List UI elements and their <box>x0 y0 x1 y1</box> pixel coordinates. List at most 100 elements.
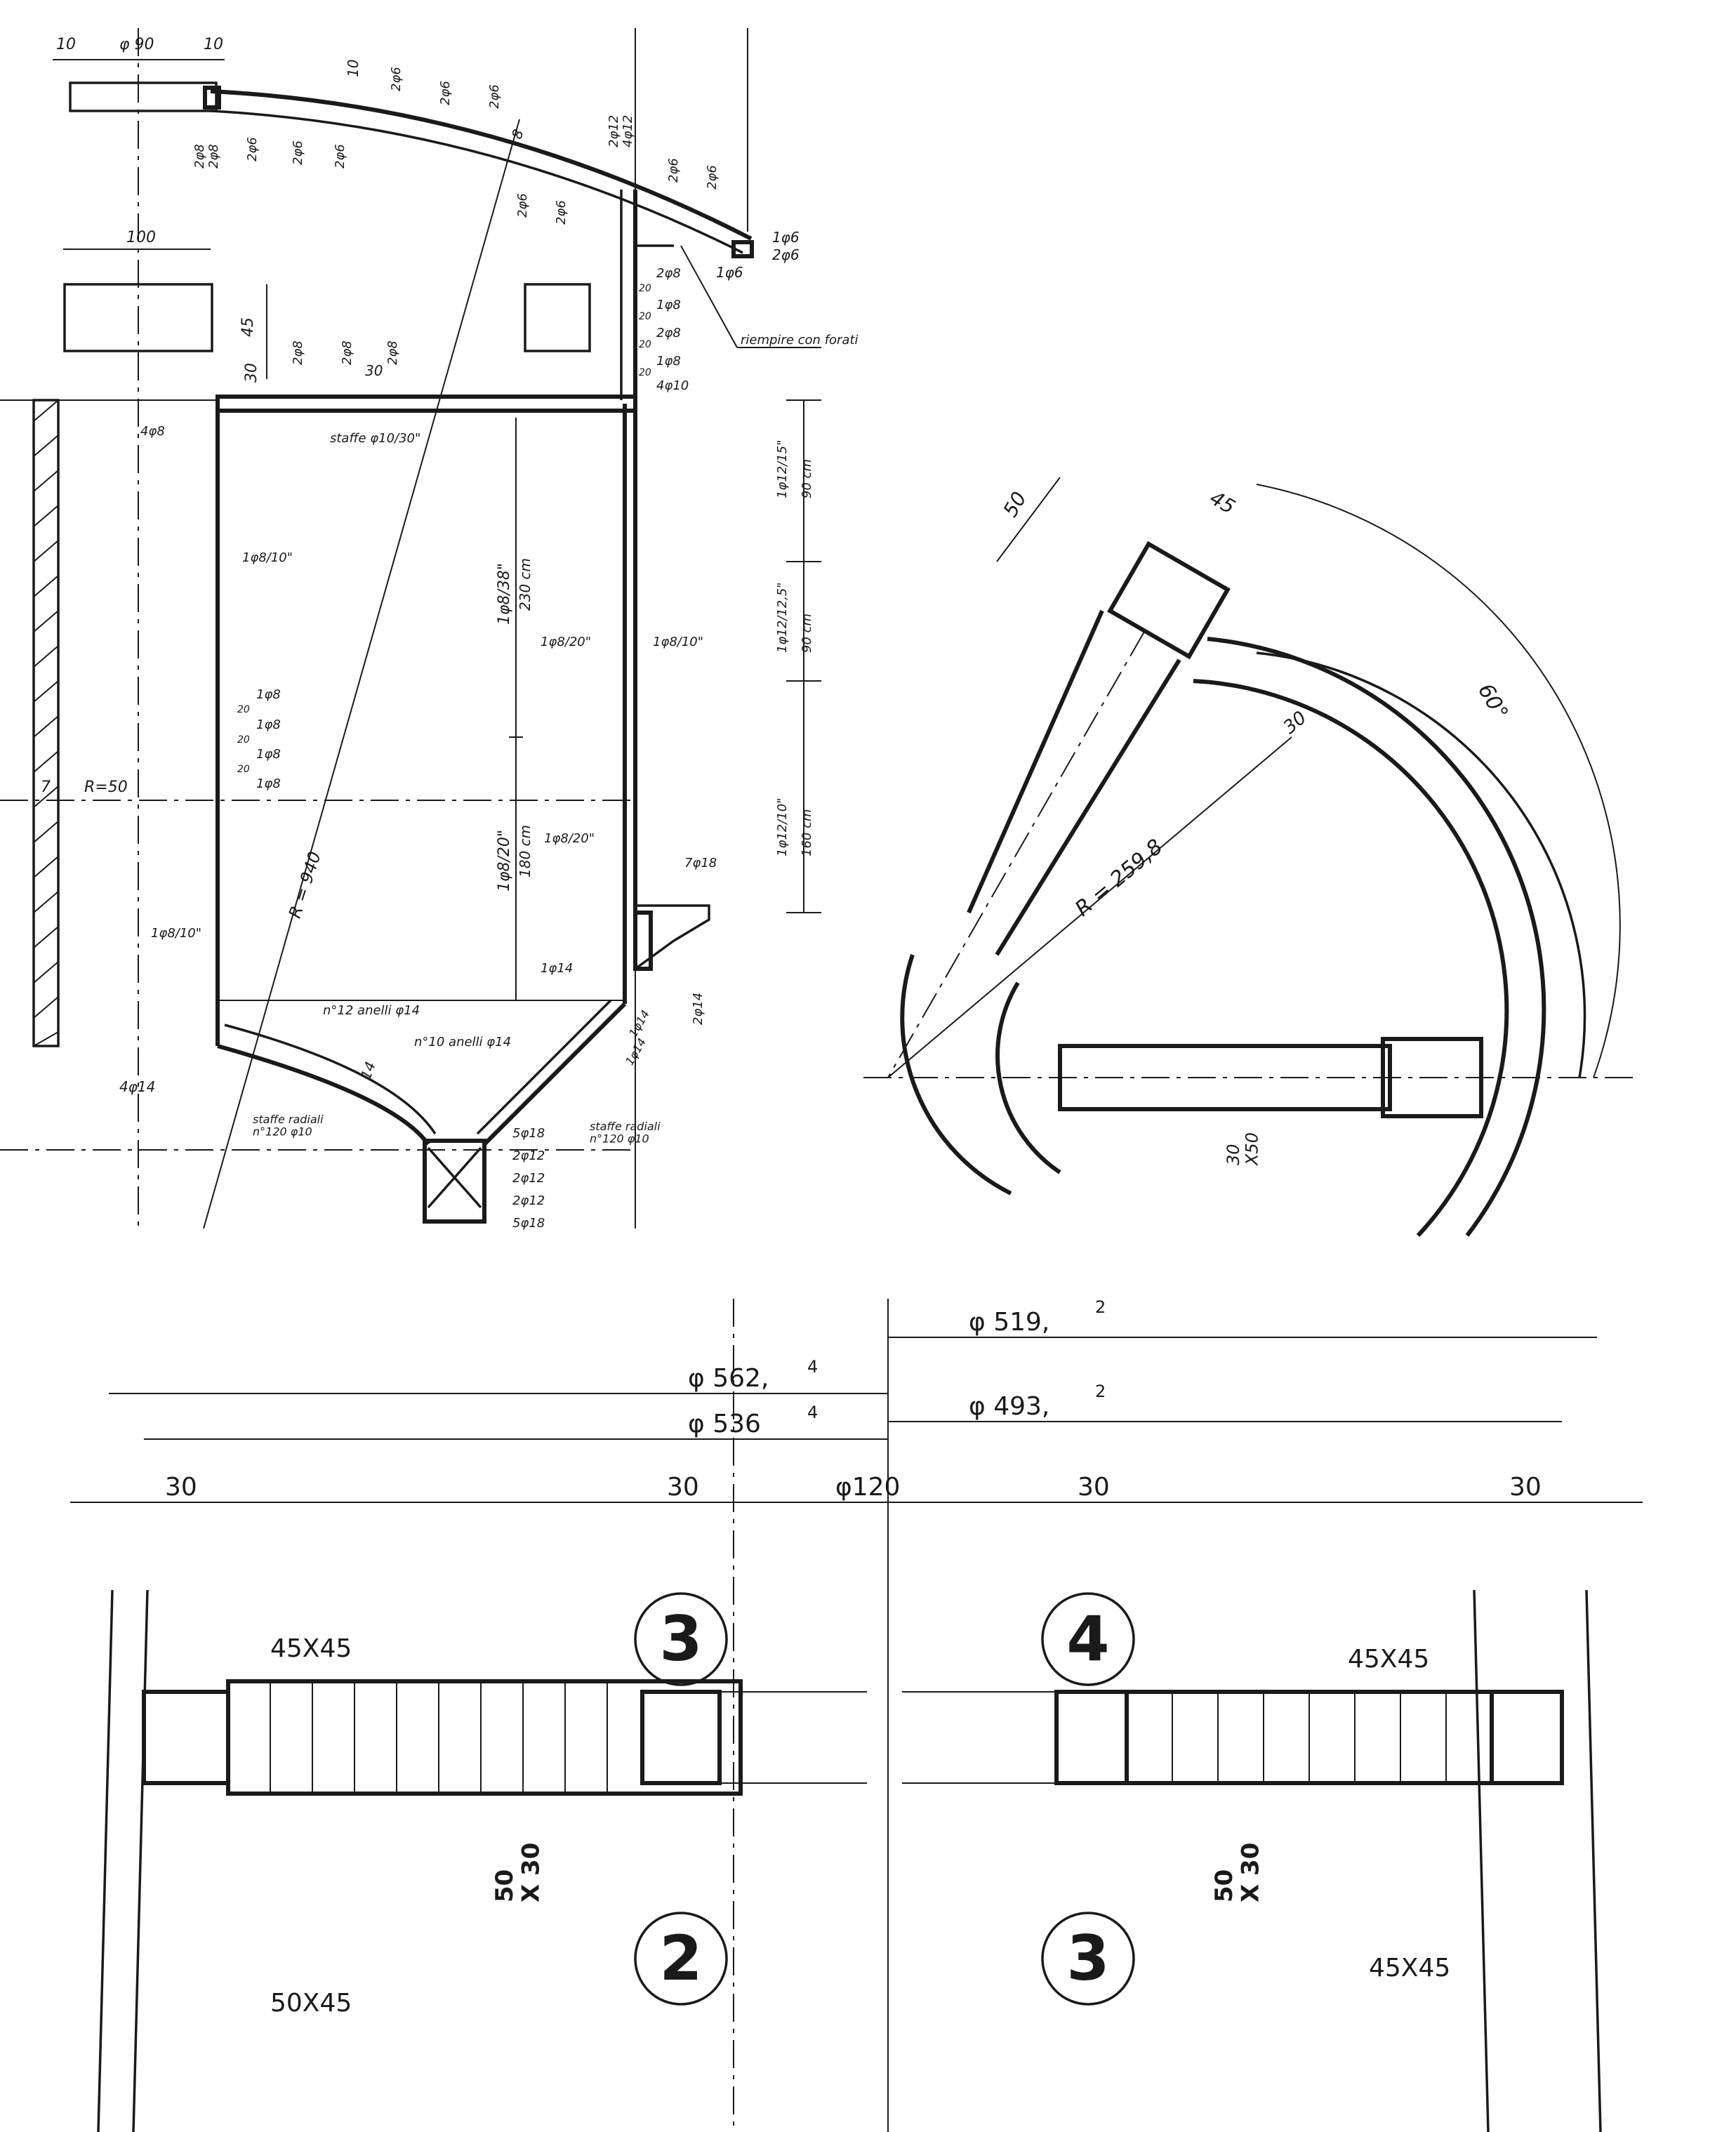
plan-angle: 60° <box>1473 680 1513 724</box>
wall-spacing: 20 <box>639 311 651 322</box>
bracket-rebar: 7φ18 <box>684 856 717 870</box>
hopper-rebar: 1φ14 <box>541 961 573 976</box>
wall-spacing: 20 <box>639 367 651 378</box>
dim-top-left: 10 <box>56 36 76 53</box>
mid-spacing: 20 <box>237 704 250 715</box>
ring-label: 2φ8 <box>340 340 355 365</box>
stirrups-top: staffe φ10/30" <box>330 431 420 446</box>
rebar-label: 2φ6 <box>554 200 569 225</box>
dim-30-label: 30 <box>1078 1473 1110 1502</box>
right-beam <box>1125 1690 1564 1785</box>
vert-bot-len: 180 cm <box>517 825 534 878</box>
right-col-top-label: 45X45 <box>1348 1645 1429 1674</box>
left-col-bot-label: 50X45 <box>270 1989 352 2018</box>
bracket <box>634 904 710 970</box>
ring-label: 2φ8 <box>385 340 400 365</box>
outer-rebar: 1φ8/10" <box>653 635 703 649</box>
plan-drawing: 50 45 60° 30 R = 259,8 30X50 <box>863 477 1636 1238</box>
left-col-top-label: 45X45 <box>270 1634 352 1663</box>
rebar-label: 2φ6 <box>438 81 453 105</box>
left-rebar-a: 1φ8/10" <box>242 550 293 565</box>
dim-30-label: 30 <box>667 1473 699 1502</box>
rebar-label: 2φ124φ12 <box>607 115 635 147</box>
dim-t14: 14 <box>357 1059 379 1082</box>
dim-30-label: 30 <box>165 1473 197 1502</box>
radius-line <box>203 119 520 1229</box>
dim-536-label: φ 536 <box>688 1410 761 1438</box>
bracket-hatch <box>633 911 653 971</box>
left-column-square <box>142 1690 230 1785</box>
column-bar: 1φ12/15" <box>775 440 790 498</box>
plan-d50: 50 <box>998 488 1031 521</box>
right-col-bot-label: 45X45 <box>1369 1954 1450 1982</box>
detail-drawing: φ 562, 4 φ 536 4 φ 519, 2 φ 493, 2 φ120 … <box>70 1297 1643 2132</box>
wall-spacing: 20 <box>639 283 651 294</box>
left-rebar-b: 1φ8/10" <box>151 926 201 941</box>
eave-label: 1φ6 <box>772 229 800 246</box>
left-wall <box>32 399 60 1047</box>
beam-left-label: 50X 30 <box>491 1843 545 1902</box>
dim-radius: R = 940 <box>285 849 325 921</box>
inner-ring-inner <box>995 981 1061 1174</box>
plan-beam-label: 30X50 <box>1224 1132 1261 1167</box>
rebar-label: 2φ6 <box>291 140 305 165</box>
right-column <box>1473 1589 1602 2132</box>
dim-r50: R=50 <box>84 779 128 796</box>
wall-label: 1φ8 <box>656 354 681 369</box>
rebar-label: 2φ6 <box>666 158 681 183</box>
beam-right-label: 50X 30 <box>1210 1843 1264 1902</box>
dim-519-sup: 2 <box>1095 1297 1106 1317</box>
column-square <box>1107 541 1231 660</box>
bottom-left-rebar: 4φ14 <box>119 1078 155 1095</box>
bracket-a: 1φ14 <box>626 1008 652 1040</box>
dim-50-line <box>996 477 1061 562</box>
angle-arc <box>1256 484 1621 1078</box>
dim-45: 45 <box>239 317 257 337</box>
rebar-label: 2φ6 <box>333 144 347 168</box>
ring-label: 2φ8 <box>291 340 305 365</box>
dome-inner <box>210 110 743 254</box>
opening-left <box>63 283 213 352</box>
dim-t8: 8 <box>508 127 527 141</box>
mid-bar: 1φ8 <box>256 776 281 791</box>
column-bar: 1φ12/12,5" <box>775 582 790 653</box>
mid-spacing: 20 <box>237 764 250 775</box>
dim-493-label: φ 493, <box>969 1392 1049 1421</box>
column-bar: 1φ12/10" <box>775 798 790 856</box>
hopper-right <box>482 1002 627 1146</box>
eave-corner <box>731 240 754 258</box>
fill-note: riempire con forati <box>741 333 859 347</box>
radial-beam-axis <box>887 631 1145 1078</box>
stirrups <box>270 1681 1447 1794</box>
inner-ring-outer <box>900 954 1012 1196</box>
wall-spacing: 20 <box>639 339 651 350</box>
dim-t10: 10 <box>345 60 362 77</box>
eave-label: 1φ6 <box>716 264 743 281</box>
plan-radius <box>887 736 1292 1078</box>
tangential-beam <box>1058 1044 1392 1111</box>
bottom-bar: 2φ12 <box>512 1193 545 1208</box>
eave-label: 2φ6 <box>772 246 800 263</box>
inner-rebar-b: 1φ8/20" <box>544 831 595 846</box>
hopper-left <box>217 1044 430 1146</box>
dome-rebar-labels: 2φ82φ8 2φ6 2φ6 2φ6 2φ6 2φ6 2φ6 2φ6 2φ6 2… <box>192 67 720 225</box>
inner-rebar-a: 1φ8/20" <box>541 635 591 649</box>
dim-30-label: 30 <box>1509 1473 1542 1502</box>
column-len: 90 cm <box>800 614 814 653</box>
rings-12: n°12 anelli φ14 <box>323 1003 420 1018</box>
rebar-label: 2φ6 <box>245 137 260 161</box>
rebar-label: 2φ6 <box>705 165 720 190</box>
bottom-ring-cross <box>427 1146 482 1209</box>
top-ring-corner <box>203 86 221 110</box>
dim-562-label: φ 562, <box>688 1364 769 1393</box>
hopper-right-inner <box>476 999 612 1135</box>
marker-text: 3 <box>1066 1922 1109 1994</box>
dim-519-label: φ 519, <box>969 1308 1049 1337</box>
mid-bar: 1φ8 <box>256 747 281 762</box>
dim-536-sup: 4 <box>807 1403 818 1422</box>
dim-100: 100 <box>126 229 156 246</box>
corner-label: 4φ8 <box>140 424 165 439</box>
plan-arc-inner <box>1193 679 1509 1238</box>
